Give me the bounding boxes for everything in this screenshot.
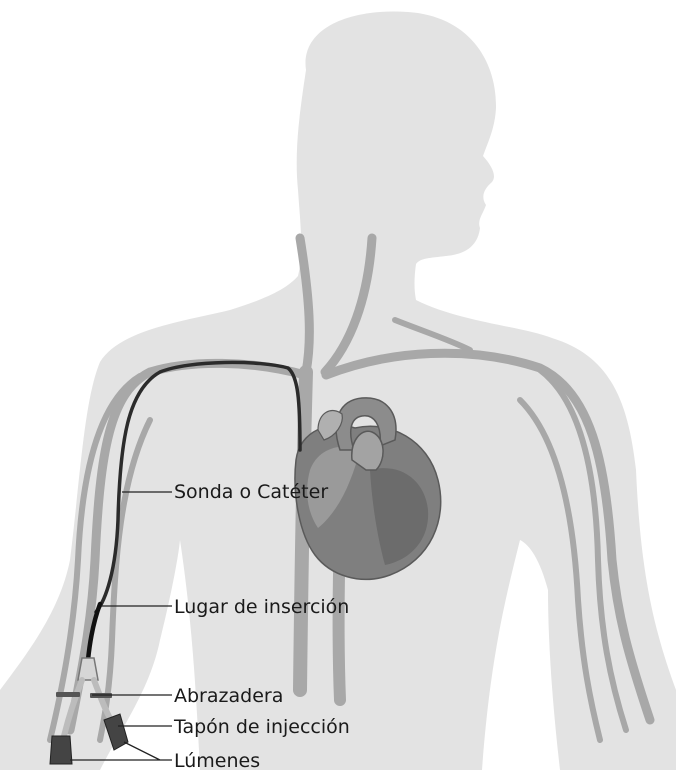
injection-cap-left [50, 736, 72, 764]
label-insertion-site: Lugar de inserción [174, 596, 349, 618]
label-lumens: Lúmenes [174, 750, 260, 770]
clamp-left [56, 692, 80, 697]
label-catheter: Sonda o Catéter [174, 481, 328, 503]
label-clamp: Abrazadera [174, 685, 283, 707]
hub-connector [78, 658, 98, 680]
label-injection-cap: Tapón de injección [173, 716, 350, 738]
